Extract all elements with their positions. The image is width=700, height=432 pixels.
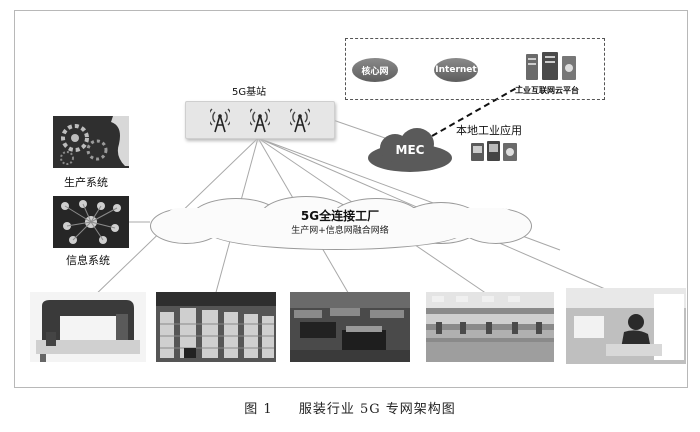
core-network-cloud: 核心网 [352,58,398,82]
link-mec-platform [431,85,521,137]
antenna-icon [210,108,230,133]
platform-label: 工业互联网云平台 [515,86,579,95]
internet-label: Internet [435,65,477,75]
information-system-label: 信息系统 [66,254,110,267]
factory-title: 5G全连接工厂 [300,209,380,223]
worker-photo [566,288,686,364]
link-station-mec [332,119,386,139]
figure-caption: 图 1 服装行业 5G 专网架构图 [0,398,700,417]
figure-title: 服装行业 5G 专网架构图 [298,402,456,417]
figure-number: 图 1 [244,402,273,417]
base-station-label: 5G基站 [232,87,267,98]
warehouse-photo [156,292,276,362]
cloud-region [345,38,605,100]
mec-cloud: MEC [368,128,452,172]
base-station [185,101,335,139]
core-network-label: 核心网 [361,66,389,77]
production-line-photo [426,292,554,362]
local-app-icon [471,141,517,161]
mec-label: MEC [395,143,425,157]
agv-workshop-photo [290,292,410,362]
information-system-image [53,196,129,248]
sewing-machine-photo [30,292,146,362]
server-icon [526,52,576,80]
production-system-image [53,116,129,168]
internet-cloud: Internet [434,58,478,82]
antenna-icon [290,108,310,133]
antenna-icon [250,108,270,133]
production-system-label: 生产系统 [64,176,108,189]
factory-cloud: 5G全连接工厂 生产网+信息网融合网络 [150,196,532,250]
factory-subtitle: 生产网+信息网融合网络 [291,226,389,236]
local-app-label: 本地工业应用 [456,124,522,137]
